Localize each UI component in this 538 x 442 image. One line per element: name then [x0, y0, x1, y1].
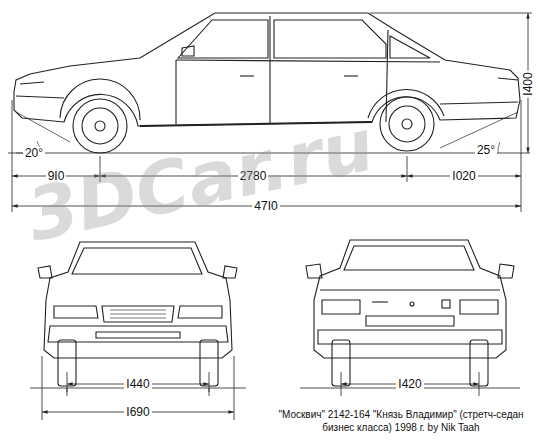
dimension-label: I690: [124, 406, 151, 418]
dimension-label: I440: [124, 378, 151, 390]
rear-dimensions: [341, 372, 479, 396]
dimension-label: I420: [396, 378, 423, 390]
dimension-label: I400: [522, 70, 534, 97]
angle-label: 20°: [23, 147, 45, 159]
front-dimensions: [42, 356, 234, 420]
rear-view: [300, 240, 520, 388]
dimension-label: I020: [450, 170, 477, 182]
angle-label: 25°: [475, 144, 497, 156]
caption: "Москвич" 2142-164 "Князь Владимир" (стр…: [270, 408, 532, 434]
front-view: [30, 242, 246, 388]
watermark: 3DCar.ru: [21, 108, 379, 251]
